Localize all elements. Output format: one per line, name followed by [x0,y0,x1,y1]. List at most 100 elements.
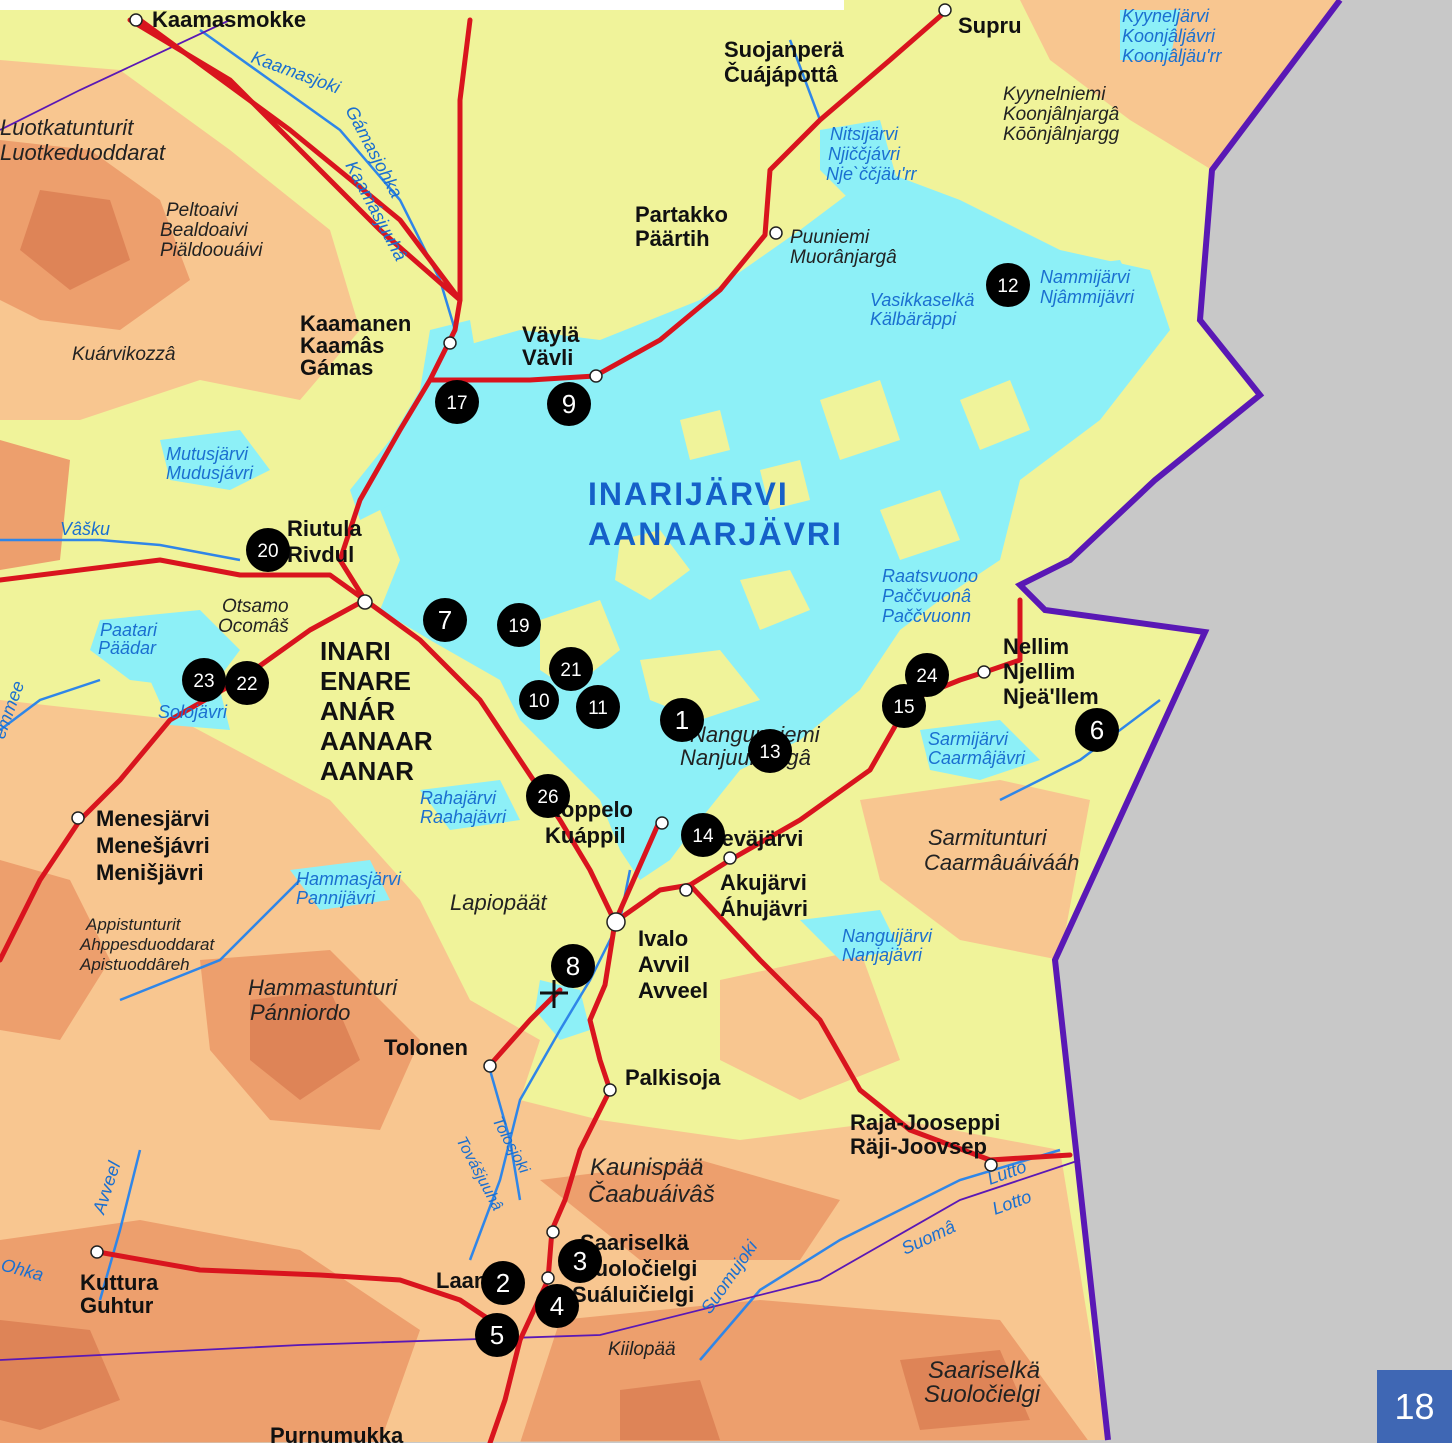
region-otsamo-2: Ocomâš [218,616,289,637]
region-sarmitunturi-2: Caarmâuáivááh [924,850,1079,875]
water-paatari-1: Paatari [100,620,158,640]
marker-23: 23 [182,658,226,702]
marker-circle [681,813,725,857]
marker-11: 11 [576,685,620,729]
dot-kuttura [90,1245,104,1259]
dot-raja-jooseppi [984,1158,998,1172]
dot-supru [938,3,952,17]
region-hammastunturi-1: Hammastunturi [248,975,398,1000]
river-west [0,678,101,731]
marker-circle [551,944,595,988]
place-kaamanen-2: Kaamâs [300,333,384,358]
region-peltoaivi-2: Bealdoaivi [160,220,248,241]
marker-14: 14 [681,813,725,857]
place-nellim-1: Nellim [1003,634,1069,659]
marker-circle [549,647,593,691]
place-nellim-2: Njellim [1003,659,1075,684]
marker-number: 9 [562,389,576,419]
dot-nellim [977,665,991,679]
water-raatsvuono-3: Paččvuonn [882,606,971,626]
lake-nammijarvi [1040,260,1140,320]
marker-number: 17 [446,393,467,414]
water-sarmijarvi-1: Sarmijärvi [928,729,1009,749]
peak-kuttura [0,1320,120,1430]
marker-number: 19 [508,616,529,637]
marker-circle [246,528,290,572]
water-mutusjarvi-2: Mudusjávri [166,463,254,483]
marker-number: 12 [997,276,1018,297]
marker-circle [435,380,479,424]
region-peltoaivi-3: Piäldoouáivi [160,240,263,261]
marker-26: 26 [526,774,570,818]
road-riutula-west [0,557,368,603]
marker-circle [481,1261,525,1305]
marker-19: 19 [497,603,541,647]
marker-number: 10 [528,691,549,712]
place-labels: Kaamasmokke Supru Suojanperä Čuájápottâ … [80,7,1099,1443]
marker-number: 13 [759,742,780,763]
marker-circle [882,684,926,728]
marker-circle [986,263,1030,307]
marker-number: 14 [692,826,714,847]
place-riutula-2: Rivdul [287,542,354,567]
fell-west-mid [0,440,70,570]
peak-saariselka [900,1350,1030,1430]
dot-tolonen [483,1059,497,1073]
lake-hammasjarvi [290,860,390,910]
water-vasikkaselka-2: Kälbäräppi [870,309,957,329]
place-purnumukka: Purnumukka [270,1423,404,1443]
road-koppelo [612,817,663,925]
dot-palkisoja [603,1083,617,1097]
marker-7: 7 [423,598,467,642]
marker-22: 22 [225,661,269,705]
water-vasikkaselka-1: Vasikkaselkä [870,290,974,310]
water-kyyneljarvi-3: Koonjâljäu'rr [1122,46,1222,66]
place-kuttura-2: Guhtur [80,1293,154,1318]
water-sarmijarvi-2: Caarmâjävri [928,748,1026,768]
island [615,530,690,600]
place-partakko-2: Päärtih [635,226,710,251]
place-dots [71,3,998,1285]
marker-10: 10 [519,680,559,720]
marker-circle [423,598,467,642]
place-akujarvi-2: Áhujävri [720,896,808,921]
marker-3: 3 [558,1239,602,1283]
island [760,460,810,510]
dot-saariselka [546,1225,560,1239]
marker-circle [475,1313,519,1357]
island [820,380,900,460]
region-kuarvikozza: Kuárvikozzâ [72,344,176,365]
place-supru: Supru [958,13,1022,38]
peak-peltoaivi [20,190,130,290]
river-vasku [0,538,241,562]
marker-circle [497,603,541,647]
place-rajajooseppi-2: Räji-Joovsep [850,1134,987,1159]
place-rajajooseppi-1: Raja-Jooseppi [850,1110,1000,1135]
fell-kaunispaa [540,1160,840,1260]
water-kyyneljarvi-1: Kyyneljärvi [1122,6,1210,26]
marker-number: 23 [193,671,214,692]
place-ivalo-1: Ivalo [638,926,688,951]
dot-inari [357,594,373,610]
marker-circle [558,1239,602,1283]
region-otsamo-1: Otsamo [222,596,289,617]
region-kyynelniemi-1: Kyynelniemi [1003,84,1106,105]
highland-nangui [720,950,900,1100]
state-border [1014,0,1343,1441]
marker-circle [519,680,559,720]
marker-circle [182,658,226,702]
place-kaamasmokke: Kaamasmokke [152,7,306,32]
water-nanguijarvi-1: Nanguijärvi [842,926,933,946]
marker-2: 2 [481,1261,525,1305]
place-koppelo-2: Kuáppil [545,823,626,848]
island [740,570,810,630]
road-nellim [612,597,1023,925]
marker-circle [535,1284,579,1328]
lake-ivalo [535,980,590,1040]
water-raatsvuono-1: Raatsvuono [882,566,978,586]
region-sarmitunturi-1: Sarmitunturi [928,825,1048,850]
marker-9: 9 [547,382,591,426]
marker-13: 13 [748,729,792,773]
marker-number: 5 [490,1320,504,1350]
